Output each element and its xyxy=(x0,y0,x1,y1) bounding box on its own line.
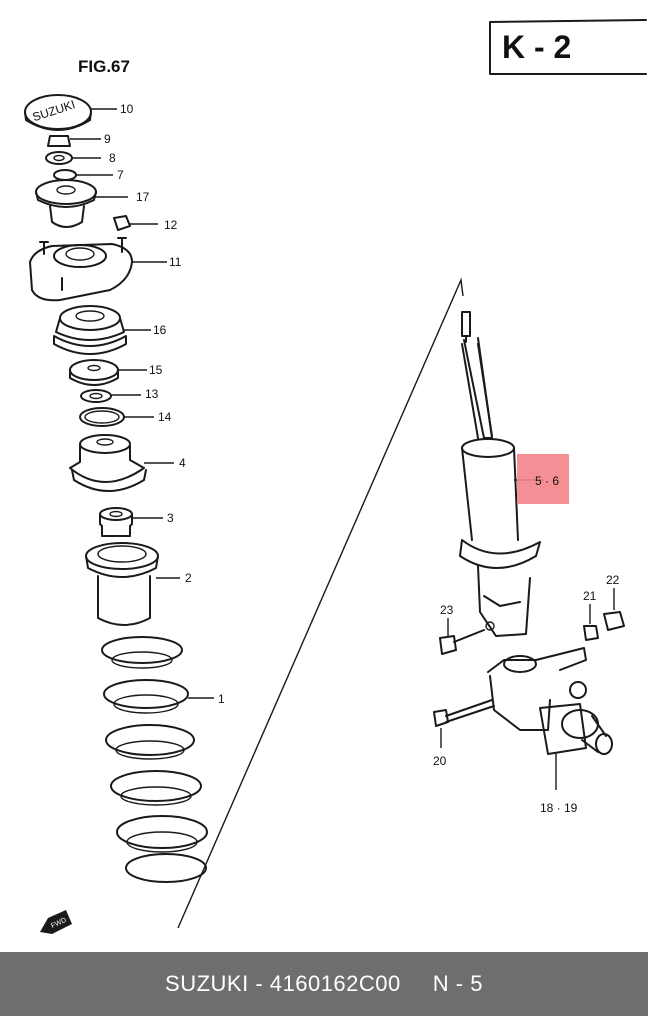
label-13: 13 xyxy=(145,387,159,401)
label-20: 20 xyxy=(433,754,447,768)
part-7-washer xyxy=(53,169,113,181)
label-8: 8 xyxy=(109,151,116,165)
part-1-coil-spring xyxy=(101,636,214,883)
label-23: 23 xyxy=(440,603,454,617)
part-12-nut xyxy=(113,215,158,231)
part-number-footer: SUZUKI - 4160162C00 N - 5 xyxy=(0,952,648,1016)
part-23-bolt xyxy=(439,618,485,655)
label-7: 7 xyxy=(117,168,124,182)
label-4: 4 xyxy=(179,456,186,470)
assembly-guide-line xyxy=(177,277,464,929)
label-1: 1 xyxy=(218,692,225,706)
label-15: 15 xyxy=(149,363,163,377)
brand-stamp: SUZUKI xyxy=(31,97,77,124)
label-14: 14 xyxy=(158,410,172,424)
label-18-19: 18 · 19 xyxy=(540,801,578,815)
part-20-bolt xyxy=(433,699,495,748)
part-10-cap: SUZUKI xyxy=(24,94,117,131)
label-2: 2 xyxy=(185,571,192,585)
page-code-box: K - 2 xyxy=(489,19,647,75)
part-4-upper-seat xyxy=(69,434,174,492)
part-17-bushing xyxy=(35,179,128,228)
label-22: 22 xyxy=(606,573,620,587)
part-21-nut xyxy=(583,604,599,641)
label-9: 9 xyxy=(104,132,111,146)
part-22-nut xyxy=(603,588,625,631)
figure-label: FIG.67 xyxy=(78,57,130,76)
part-reference: SUZUKI - 4160162C00 xyxy=(165,971,401,996)
part-2-lower-seat xyxy=(85,542,180,626)
part-8-washer xyxy=(45,151,101,165)
part-13-washer xyxy=(80,389,141,403)
part-15-seat xyxy=(69,359,147,386)
fwd-arrow-icon: FWD xyxy=(40,910,72,934)
highlight-box xyxy=(517,454,569,504)
label-17: 17 xyxy=(136,190,150,204)
label-3: 3 xyxy=(167,511,174,525)
label-16: 16 xyxy=(153,323,167,337)
part-18-19-knuckle xyxy=(487,647,613,790)
page-code: K - 2 xyxy=(502,29,571,65)
exploded-parts-diagram: FIG.67 K - 2 SUZUKI xyxy=(24,19,647,934)
label-11: 11 xyxy=(169,255,182,269)
position-reference: N - 5 xyxy=(432,971,483,996)
part-3-bump-stopper xyxy=(99,507,163,537)
part-16-dust-boot xyxy=(53,305,151,355)
label-10: 10 xyxy=(120,102,134,116)
part-14-ring xyxy=(79,407,154,427)
label-21: 21 xyxy=(583,589,597,603)
part-9-nut xyxy=(47,135,101,147)
label-5-6: 5 · 6 xyxy=(535,474,559,488)
part-11-upper-mount xyxy=(29,237,167,302)
label-12: 12 xyxy=(164,218,178,232)
